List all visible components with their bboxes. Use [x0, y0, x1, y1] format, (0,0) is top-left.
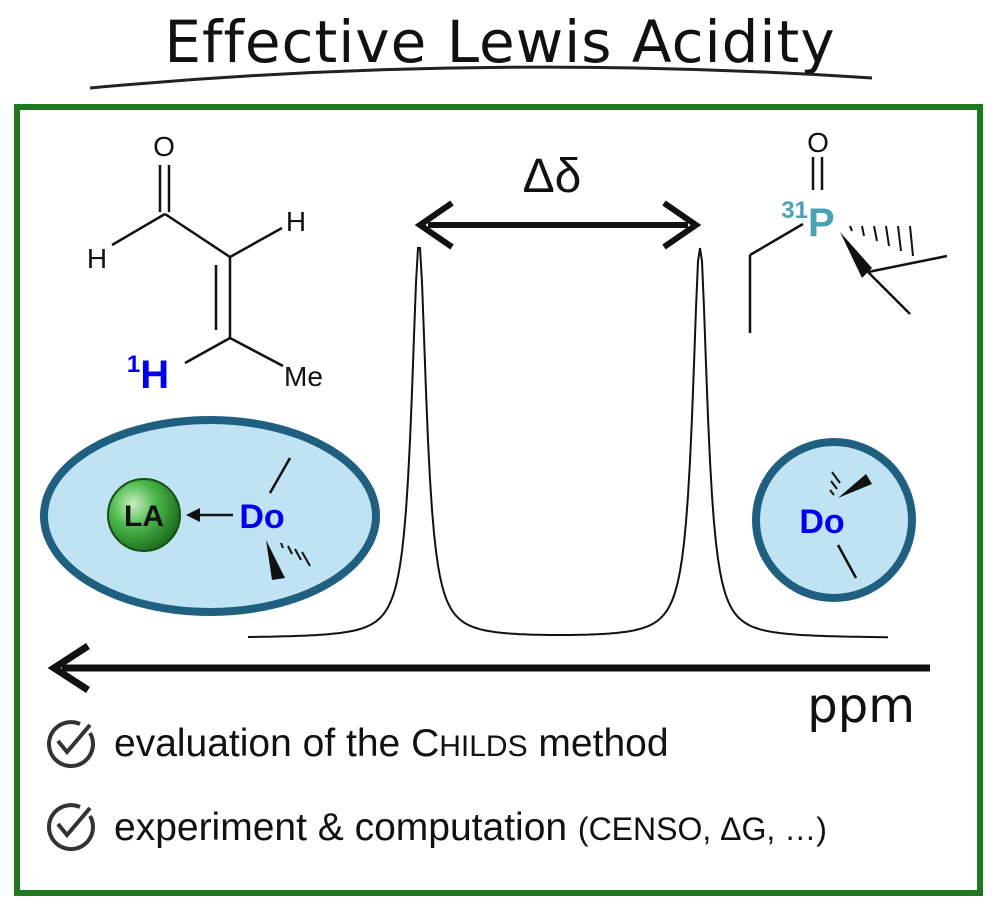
proton-probe-label: 1H	[127, 351, 169, 397]
phosphine-oxide-structure	[748, 157, 948, 333]
nmr-spectrum-curve	[248, 247, 888, 639]
check-circle-icon	[47, 720, 95, 769]
dative-bond-arrow	[186, 508, 233, 522]
delta-delta-arrow	[414, 200, 702, 250]
phosphorus-symbol: P	[808, 201, 835, 245]
phosphorus-mass-number: 31	[781, 197, 808, 224]
complex-donor-substituents	[266, 457, 311, 580]
vinyl-h-label: H	[286, 206, 306, 237]
aldehyde-oxygen-label: O	[153, 131, 175, 162]
lewis-acid-ball	[107, 478, 181, 552]
check-circle-icon	[47, 803, 95, 852]
crotonaldehyde-structure	[111, 165, 284, 368]
free-donor-label: Do	[799, 503, 844, 541]
checklist-item: evaluation of the CHILDS method	[47, 720, 669, 769]
complex-donor-label: Do	[239, 498, 284, 536]
diagram-frame	[14, 104, 983, 896]
lewis-acid-label: LA	[124, 500, 164, 533]
aldehyde-h-label: H	[87, 243, 107, 274]
checklist-text: experiment & computation (CENSO, ΔG, …)	[114, 806, 827, 849]
delta-delta-label: Δδ	[523, 150, 582, 203]
free-donor-bubble	[752, 438, 916, 602]
ppm-axis-arrow	[47, 643, 930, 693]
proton-symbol: H	[140, 353, 169, 397]
hashed-bond	[849, 225, 914, 257]
checklist-item: experiment & computation (CENSO, ΔG, …)	[47, 803, 827, 852]
diagram-title: Effective Lewis Acidity	[164, 8, 836, 76]
wedge-bond	[840, 232, 872, 278]
title-underline	[89, 65, 873, 90]
methyl-label: Me	[284, 361, 323, 392]
checklist-text: evaluation of the CHILDS method	[114, 722, 669, 765]
ppm-axis-label: ppm	[807, 678, 915, 734]
free-donor-substituents	[829, 471, 872, 579]
proton-mass-number: 1	[127, 351, 140, 378]
phosphorus-probe-label: 31P	[781, 197, 834, 245]
phosphine-oxygen-label: O	[807, 127, 829, 158]
